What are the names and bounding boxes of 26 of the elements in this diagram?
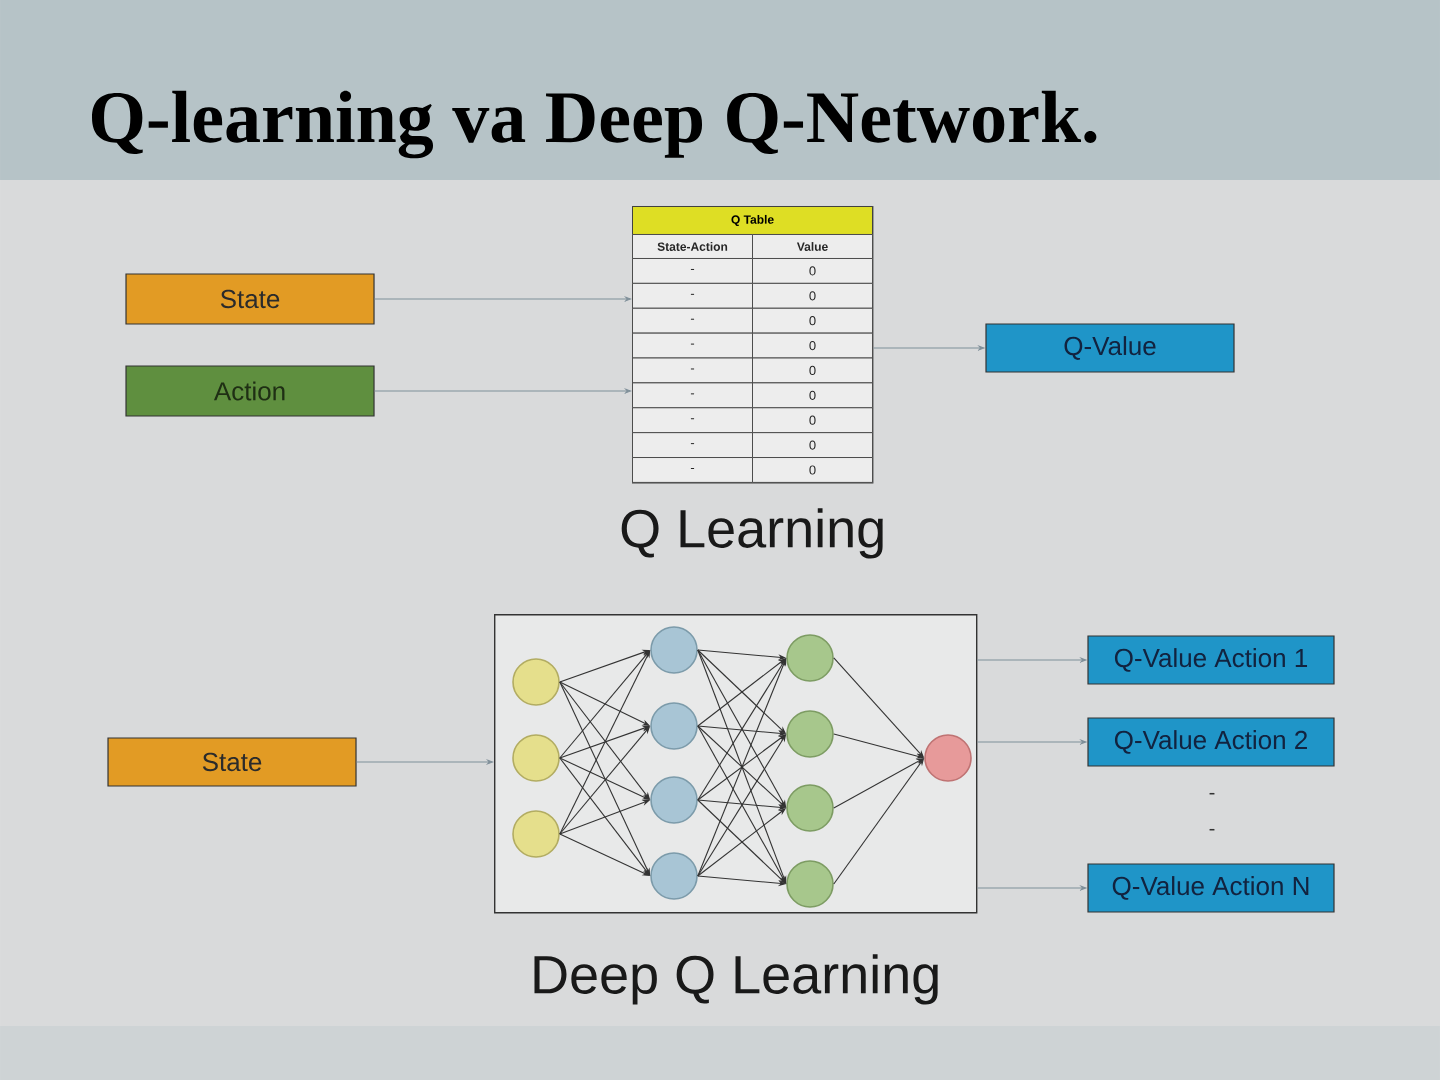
neuron-circle bbox=[512, 810, 560, 858]
title: Q-learning va Deep Q-Network. bbox=[92, 90, 1097, 159]
neuron-circle bbox=[512, 658, 560, 706]
neuron-circle bbox=[650, 852, 698, 900]
node-label: Q Learning bbox=[621, 508, 883, 559]
arrow bbox=[559, 681, 651, 876]
label-box: State bbox=[107, 737, 357, 787]
label-box: Q-Value Action 2 bbox=[1087, 717, 1335, 767]
neuron-circle bbox=[786, 710, 834, 758]
node-label: Deep Q Learning bbox=[534, 954, 938, 1005]
label-box: Q-Value Action N bbox=[1087, 863, 1335, 913]
neuron-circle bbox=[786, 784, 834, 832]
label-box: Q-Value Action 1 bbox=[1087, 635, 1335, 685]
neuron-circle bbox=[512, 734, 560, 782]
continuation-dash: - bbox=[1209, 828, 1215, 831]
label-box: State bbox=[125, 273, 375, 325]
arrow bbox=[559, 650, 651, 835]
neuron-circle bbox=[650, 776, 698, 824]
neuron-circle bbox=[786, 634, 834, 682]
neuron-circle bbox=[924, 734, 972, 782]
neuron-circle bbox=[650, 702, 698, 750]
neuron-circle bbox=[786, 860, 834, 908]
continuation-dash: - bbox=[1209, 792, 1215, 795]
label-box: Action bbox=[125, 365, 375, 417]
neuron-circle bbox=[650, 626, 698, 674]
label-box: Q-Value bbox=[985, 323, 1235, 373]
